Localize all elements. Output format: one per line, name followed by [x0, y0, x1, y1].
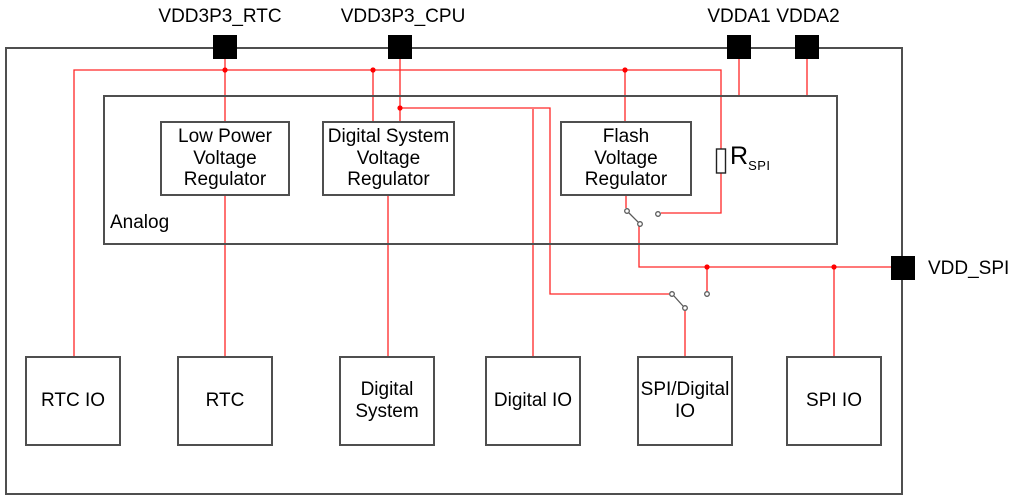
switch2-out-contact [682, 305, 688, 311]
pad-label-vdd3p3-rtc: VDD3P3_RTC [158, 6, 282, 27]
power-wires [73, 59, 891, 357]
switch1-pole-contact [624, 208, 630, 214]
wire-cpu-branch [400, 107, 669, 295]
pad-label-vdda2: VDDA2 [776, 6, 840, 27]
wire-vdd-spi-rail [638, 226, 891, 268]
pad-vdda1 [727, 35, 751, 59]
switch1-rspi-contact [655, 211, 661, 217]
junction-dots [222, 67, 837, 270]
wire-rtc-rail [73, 69, 722, 357]
analog-block-label: Analog [110, 212, 170, 233]
switches [624, 208, 710, 311]
block-digital-system: Digital System [339, 356, 435, 446]
pad-vdd-spi [891, 256, 915, 280]
switch2-blade [673, 295, 684, 307]
pad-vdda2 [795, 35, 819, 59]
junction-dot [704, 264, 710, 270]
pad-vdd3p3-rtc [213, 35, 237, 59]
junction-dot [370, 67, 376, 73]
switch1-vddspi-contact [637, 221, 643, 227]
block-spi-digital-io: SPI/Digital IO [637, 356, 733, 446]
switch1-blade [628, 212, 639, 223]
junction-dot [397, 105, 403, 111]
rspi-resistor-body [715, 148, 727, 174]
rspi-subscript: SPI [748, 158, 771, 173]
rspi-resistor-label: RSPI [730, 142, 771, 173]
block-digital-system-voltage-regulator: Digital System Voltage Regulator [322, 121, 455, 196]
block-digital-io: Digital IO [485, 356, 581, 446]
pad-label-vdd3p3-cpu: VDD3P3_CPU [340, 6, 466, 27]
pad-label-vdd-spi: VDD_SPI [928, 258, 1010, 279]
switch2-vddspi-contact [704, 291, 710, 297]
wire-rspi-bottom [661, 173, 722, 214]
block-rtc-io: RTC IO [25, 356, 121, 446]
block-low-power-voltage-regulator: Low Power Voltage Regulator [160, 121, 290, 196]
junction-dot [831, 264, 837, 270]
pad-label-vdda1: VDDA1 [707, 6, 771, 27]
pad-vdd3p3-cpu [388, 35, 412, 59]
block-rtc: RTC [177, 356, 273, 446]
rspi-symbol: R [730, 142, 749, 170]
analog-block-box [103, 95, 838, 245]
block-flash-voltage-regulator: Flash Voltage Regulator [560, 121, 692, 196]
switch2-pole-contact [669, 291, 675, 297]
block-spi-io: SPI IO [786, 356, 882, 446]
junction-dot [222, 67, 228, 73]
junction-dot [622, 67, 628, 73]
